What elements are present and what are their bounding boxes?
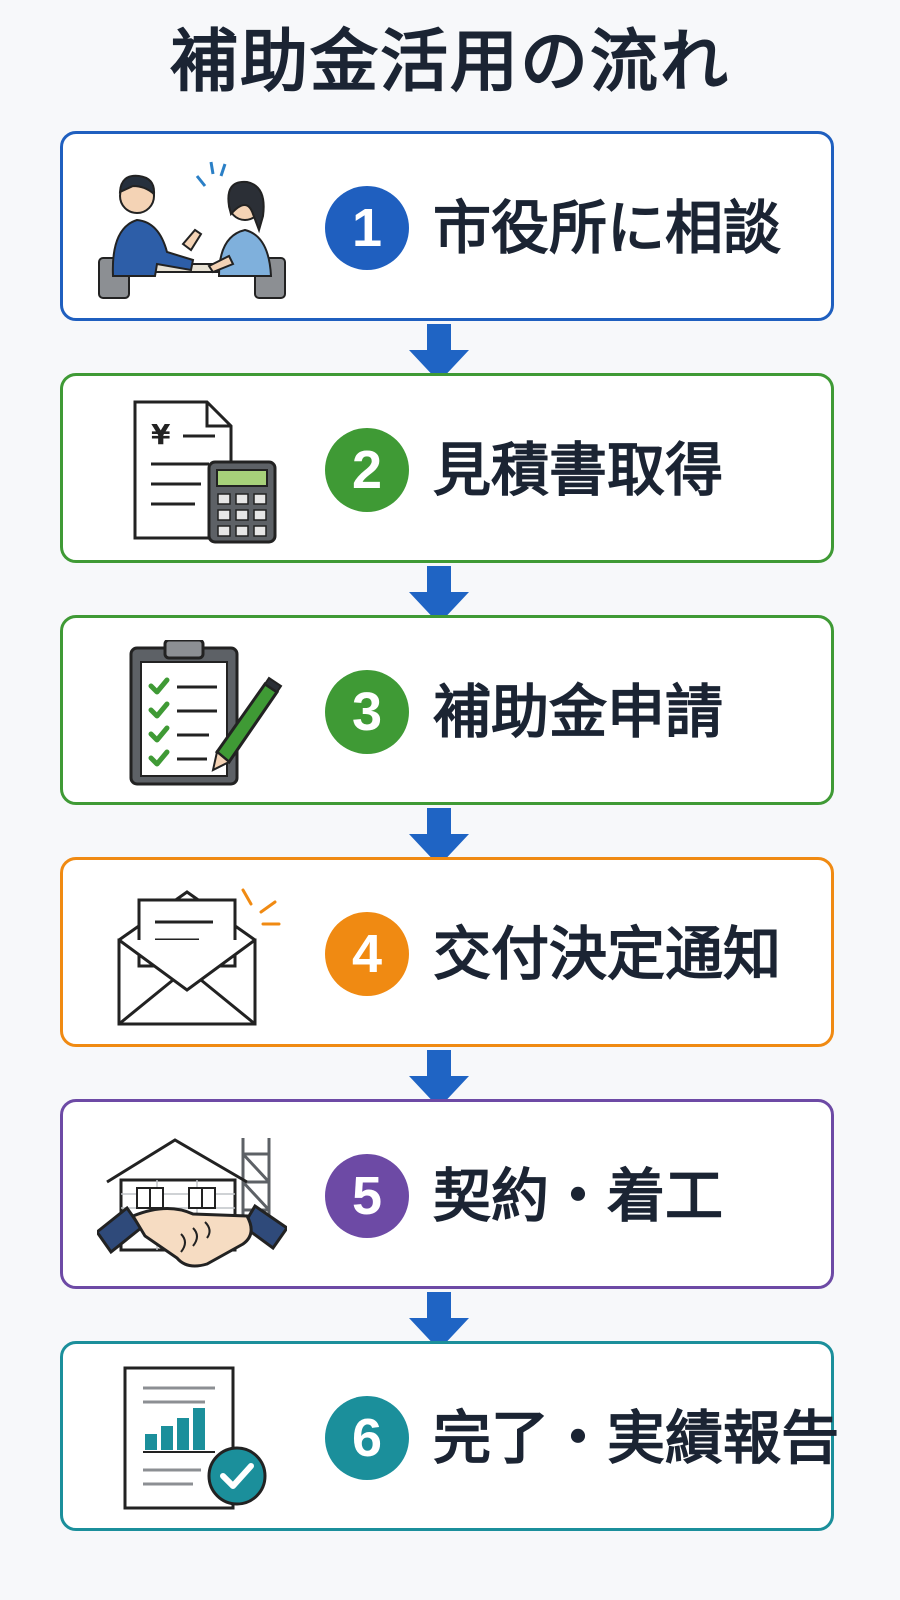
flow-arrow-3 (409, 808, 469, 868)
step-5-label: 契約・着工 (433, 1162, 724, 1230)
handshake-house-icon (97, 1124, 287, 1270)
step-6-label: 完了・実績報告 (433, 1404, 840, 1472)
step-4-card: 4 交付決定通知 (60, 857, 834, 1047)
envelope-notice-icon (97, 882, 287, 1028)
step-6-number: 6 (325, 1396, 409, 1480)
step-3-label: 補助金申請 (433, 678, 724, 746)
step-4-label: 交付決定通知 (433, 920, 782, 988)
estimate-calculator-icon: ¥ (97, 398, 287, 544)
consultation-icon (97, 156, 287, 302)
clipboard-checklist-icon (97, 640, 287, 786)
flow-arrow-2 (409, 566, 469, 626)
step-2-label: 見積書取得 (433, 436, 724, 504)
step-4-number: 4 (325, 912, 409, 996)
step-2-number: 2 (325, 428, 409, 512)
step-3-card: 3 補助金申請 (60, 615, 834, 805)
step-5-card: 5 契約・着工 (60, 1099, 834, 1289)
report-chart-icon (97, 1366, 287, 1512)
step-2-card: ¥ 2 見積書取得 (60, 373, 834, 563)
step-1-card: 1 市役所に相談 (60, 131, 834, 321)
flow-arrow-4 (409, 1050, 469, 1110)
svg-text:¥: ¥ (151, 418, 171, 451)
step-1-label: 市役所に相談 (433, 194, 782, 262)
flow-arrow-1 (409, 324, 469, 384)
flow-arrow-5 (409, 1292, 469, 1352)
step-1-number: 1 (325, 186, 409, 270)
step-6-card: 6 完了・実績報告 (60, 1341, 839, 1531)
step-3-number: 3 (325, 670, 409, 754)
step-5-number: 5 (325, 1154, 409, 1238)
page-title: 補助金活用の流れ (169, 23, 730, 102)
